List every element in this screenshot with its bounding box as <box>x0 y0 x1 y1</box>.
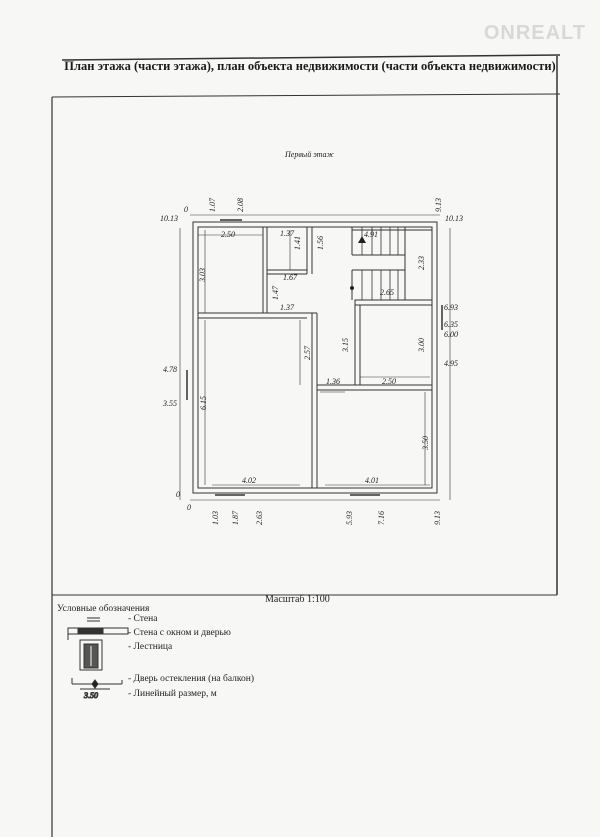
title-top-line <box>61 54 561 61</box>
title-bottom-line <box>51 93 561 98</box>
dim-label: 4.91 <box>364 230 378 239</box>
legend-item-wall: - Стена <box>128 614 158 624</box>
dim-label: 4.78 <box>163 365 177 374</box>
dim-label: 2.65 <box>380 288 394 297</box>
dim-label: 2.50 <box>382 377 396 386</box>
legend-item-balcony-door: - Дверь остекления (на балкон) <box>128 674 255 684</box>
dim-label: 6.35 <box>444 320 458 329</box>
page-title: План этажа (части этажа), план объекта н… <box>64 59 556 73</box>
dim-label: 9.13 <box>434 198 443 212</box>
dim-label: 1.07 <box>208 197 217 212</box>
floor-label: Первый этаж <box>285 150 334 159</box>
dim-label: 4.95 <box>444 359 458 368</box>
dim-label: 3.15 <box>341 338 350 353</box>
dim-label: 9.13 <box>433 511 442 525</box>
dim-label: 2.33 <box>417 256 426 270</box>
dim-label: 3.55 <box>162 399 177 408</box>
dim-label: 1.37 <box>280 303 295 312</box>
dim-label: 0 <box>176 490 180 499</box>
scale-label: Масштаб 1:100 <box>265 594 330 605</box>
dim-label: 7.16 <box>377 511 386 525</box>
dim-label: 5.93 <box>345 511 354 525</box>
dim-label: 3.50 <box>421 436 430 451</box>
stairs-symbol-icon <box>79 639 103 671</box>
dim-label: 1.47 <box>271 285 280 300</box>
legend-item-stairs: - Лестница <box>128 642 173 652</box>
balcony-door-symbol-icon <box>71 678 123 689</box>
legend-title: Условные обозначения <box>57 604 150 614</box>
dim-label: 6.00 <box>444 330 458 339</box>
legend-symbols: 3.50 <box>67 617 129 701</box>
dim-label: 0 <box>184 205 188 214</box>
dim-label: 10.13 <box>445 214 463 223</box>
dimension-labels: 10.13 0 1.07 2.08 9.13 10.13 2.50 1.37 1… <box>160 197 463 525</box>
dim-label: 3.03 <box>198 268 207 283</box>
dim-label: 0 <box>187 503 191 512</box>
legend-sample-dim: 3.50 <box>83 691 98 700</box>
dim-label: 1.03 <box>211 511 220 525</box>
legend-item-dimension: - Линейный размер, м <box>128 689 217 699</box>
floor-plan <box>179 214 451 501</box>
dim-label: 2.57 <box>303 345 312 360</box>
dim-label: 2.08 <box>236 198 245 212</box>
dim-label: 1.67 <box>283 273 298 282</box>
dim-label: 3.00 <box>417 338 426 353</box>
wall-symbol-icon <box>87 617 100 622</box>
dim-label: 1.56 <box>316 236 325 250</box>
dim-label: 1.41 <box>293 236 302 250</box>
legend-item-wall-window-door: - Стена с окном и дверью <box>128 628 231 638</box>
dim-label: 2.63 <box>255 511 264 525</box>
dim-label: 4.01 <box>365 476 379 485</box>
dim-label: 6.15 <box>199 396 208 410</box>
dim-label: 1.36 <box>326 377 340 386</box>
dim-label: 1.87 <box>231 510 240 525</box>
watermark-logo: ONREALT <box>483 22 586 44</box>
dim-label: 1.37 <box>280 229 295 238</box>
wall-window-door-symbol-icon <box>67 627 129 640</box>
dim-label: 2.50 <box>221 230 235 239</box>
dim-label: 4.02 <box>242 476 256 485</box>
dim-label: 6.93 <box>444 303 458 312</box>
dim-label: 10.13 <box>160 214 178 223</box>
